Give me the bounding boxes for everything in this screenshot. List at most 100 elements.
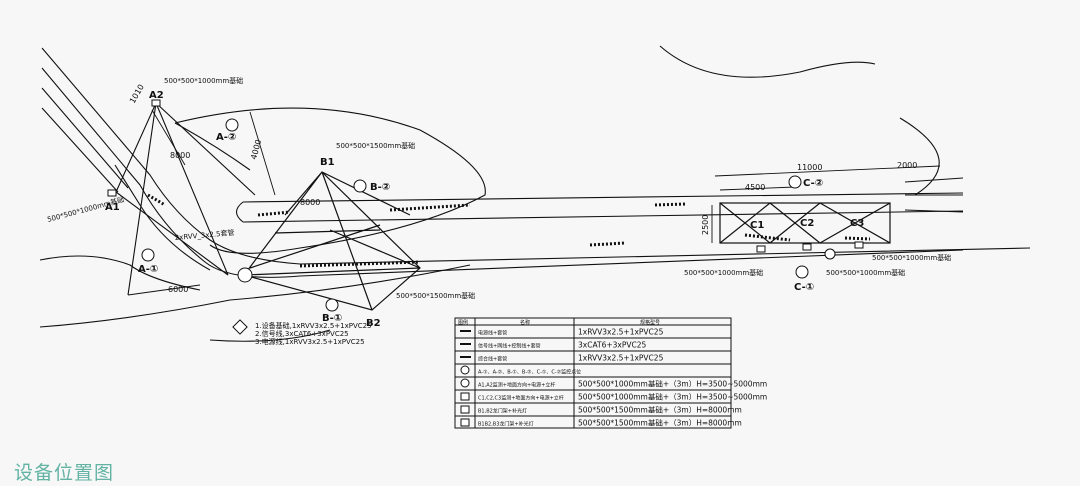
top-curve (659, 45, 876, 78)
camera-icon-b2 (353, 179, 367, 193)
note-a2-top: 500*500*1000mm基础 (164, 76, 243, 85)
a-cable-lines (115, 102, 256, 296)
right-road-1 (904, 177, 964, 183)
legend-row-spec: 500*500*1500mm基础+（3m）H=8000mm (578, 418, 742, 428)
road-edge-4 (41, 107, 119, 193)
dim-text-4500: 4500 (745, 183, 765, 192)
legend-row-name: B1B2,B3龙门架+补光灯 (478, 421, 534, 428)
dim-line-8000a (151, 109, 186, 166)
legend-note-3: 3.电源线,1xRVV3x2.5+1xPVC25 (255, 337, 365, 346)
page-caption: 设备位置图 (14, 462, 115, 484)
legend-row-spec: 500*500*1500mm基础+（3m）H=8000mm (578, 405, 742, 415)
legend-note-1: 1.设备基础,1xRVV3x2.5+1xPVC25 (255, 321, 372, 330)
legend-row-name: 综合线+套管 (478, 356, 507, 363)
island-inner (174, 122, 251, 171)
road-inner-1 (242, 192, 964, 203)
c-gantry-frame (719, 202, 891, 244)
hatch-2 (389, 203, 471, 212)
dim-text-8000b: 8000 (300, 198, 320, 207)
legend-row-name: 电源线+套管 (478, 330, 507, 337)
lower-curve (39, 264, 471, 328)
dim-text-1010: 1010 (128, 83, 146, 105)
pole-icon-b (237, 267, 253, 283)
label-b-1: B-① (322, 313, 342, 324)
legend-row-name: A1,A2监测+地面方向+电源+立杆 (478, 382, 555, 389)
label-c1: C1 (750, 220, 764, 231)
note-c-right: 500*500*1000mm基础 (872, 253, 951, 262)
label-c-1: C-① (794, 282, 814, 293)
road-edge-1 (41, 47, 1031, 265)
road-edge-2 (41, 67, 964, 278)
camera-icon-b1 (325, 298, 339, 312)
hatch-6 (744, 233, 791, 242)
note-pipe: 2xRVV_3x2.5套管 (174, 228, 234, 242)
pole-icon-c (824, 248, 836, 260)
camera-icon-c2 (788, 175, 802, 189)
note-b1-top: 500*500*1500mm基础 (336, 141, 415, 150)
device-box-c3 (854, 241, 864, 249)
legend-row-name: C1,C2,C3监测+地面方向+电源+立杆 (478, 395, 564, 402)
legend-note-2: 2.信号线,3xCAT6+3xPVC25 (255, 329, 349, 338)
note-c-mid: 500*500*1000mm基础 (826, 268, 905, 277)
hatch-7 (844, 236, 871, 241)
road-inner-3 (235, 201, 244, 223)
camera-icon-c1 (795, 265, 809, 279)
note-b2-right: 500*500*1500mm基础 (396, 291, 475, 300)
label-a1: A1 (105, 202, 120, 213)
legend-pole-icon (460, 378, 470, 388)
legend-row-spec: 500*500*1000mm基础+（3m）H=3500~5000mm (578, 379, 767, 389)
label-c2: C2 (800, 218, 814, 229)
label-b2: B2 (366, 318, 381, 329)
label-b1: B1 (320, 157, 335, 168)
device-box-c2 (802, 243, 812, 251)
legend-row-name: 信号线+网线+控制线+套管 (478, 343, 541, 350)
dim-text-2500: 2500 (701, 215, 710, 235)
label-c3: C3 (850, 218, 864, 229)
device-box-a2 (151, 99, 161, 107)
c-gantry-braces (719, 202, 891, 244)
note-c-left: 500*500*1000mm基础 (684, 268, 763, 277)
dim-line-4000 (249, 111, 276, 196)
legend-row-spec: 3xCAT6+3xPVC25 (578, 341, 647, 350)
legend-box-icon-1 (460, 392, 470, 401)
dim-text-2000: 2000 (897, 161, 917, 170)
legend-head-symbol: 图例 (458, 319, 468, 326)
legend-camera-icon (460, 365, 470, 375)
lower-curve-2 (209, 329, 331, 342)
legend-row-name: A-①、A-②、B-①、B-②、C-①、C-②监控点位 (478, 369, 581, 376)
device-box-a1 (107, 189, 117, 197)
road-inner-2 (242, 210, 964, 223)
right-road-3 (904, 209, 964, 213)
dim-text-8000a: 8000 (170, 151, 190, 160)
dim-text-11000: 11000 (797, 163, 822, 172)
label-a-2: A-② (216, 132, 236, 143)
legend-box-icon-2 (460, 405, 470, 414)
legend-head-spec: 规格型号 (640, 319, 660, 326)
road-edge-3 (41, 87, 129, 189)
legend-row-name: B1,B2龙门架+补光灯 (478, 408, 527, 415)
dim-line-11000 (714, 165, 941, 177)
legend-table: 图例 名称 规格型号 电源线+套管 1xRVV3x2.5+1xPVC25 信号线+网… (454, 317, 767, 429)
island-outline (174, 107, 486, 254)
label-b-2: B-② (370, 182, 390, 193)
device-box-c (756, 245, 766, 253)
label-a-1: A-① (138, 264, 158, 275)
lower-left-curve (39, 255, 201, 291)
hatch-3 (654, 202, 686, 207)
label-a2: A2 (149, 90, 164, 101)
camera-icon-a2 (225, 118, 239, 132)
b-truss (242, 171, 421, 311)
label-c-2: C-② (803, 178, 823, 189)
legend-row-spec: 1xRVV3x2.5+1xPVC25 (578, 328, 664, 337)
camera-icon-a1 (141, 248, 155, 262)
dim-text-6000: 6000 (168, 285, 188, 294)
manhole-icon (232, 319, 248, 335)
legend-head-name: 名称 (520, 319, 530, 326)
legend-row-spec: 500*500*1000mm基础+（3m）H=3500~5000mm (578, 392, 767, 402)
hatch-1 (257, 210, 291, 217)
legend-box-icon-3 (460, 418, 470, 427)
hatch-5 (299, 260, 421, 268)
legend-row-spec: 1xRVV3x2.5+1xPVC25 (578, 354, 664, 363)
dim-line-4500 (719, 186, 796, 191)
